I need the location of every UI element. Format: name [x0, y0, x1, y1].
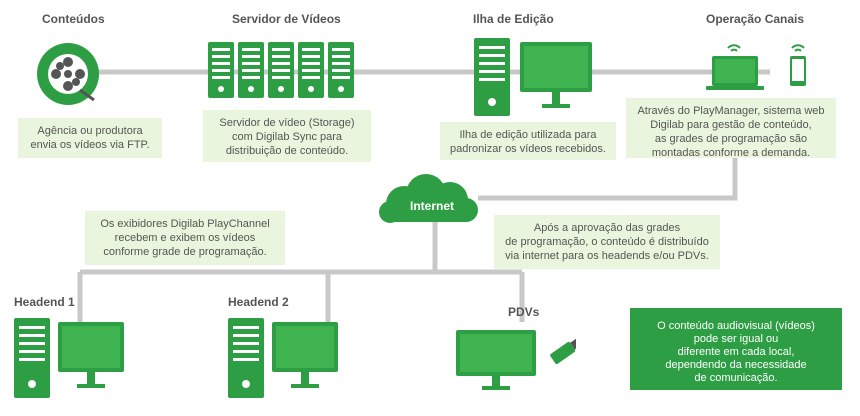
content-note: O conteúdo audiovisual (vídeos) pode ser…	[630, 308, 842, 390]
film-reel-icon	[37, 43, 99, 105]
headend2-title: Headend 2	[228, 295, 289, 309]
conteudos-caption: Agência ou produtora envia os vídeos via…	[18, 118, 162, 158]
servidor-title: Servidor de Vídeos	[232, 12, 341, 26]
headend1-workstation-icon	[14, 318, 124, 398]
ilha-title: Ilha de Edição	[473, 12, 554, 26]
internet-label: Internet	[410, 199, 455, 213]
pdvs-title: PDVs	[508, 305, 540, 319]
pdv-monitor-usb-icon	[456, 330, 576, 390]
ilha-caption: Ilha de edição utilizada para padronizar…	[440, 122, 616, 160]
internet-caption: Após a aprovação das grades de programaç…	[494, 215, 720, 269]
operacao-title: Operação Canais	[706, 12, 805, 26]
laptop-phone-icon	[706, 44, 806, 90]
exibidores-caption: Os exibidores Digilab PlayChannel recebe…	[85, 211, 285, 265]
conteudos-title: Conteúdos	[42, 12, 105, 26]
servidor-caption: Servidor de vídeo (Storage) com Digilab …	[203, 110, 371, 162]
server-rack-icon	[208, 42, 354, 98]
edit-workstation-icon	[474, 38, 592, 116]
headend2-workstation-icon	[228, 318, 338, 398]
operacao-caption: Através do PlayManager, sistema web Digi…	[626, 98, 836, 159]
cloud-icon	[379, 174, 478, 223]
headend1-title: Headend 1	[14, 295, 75, 309]
